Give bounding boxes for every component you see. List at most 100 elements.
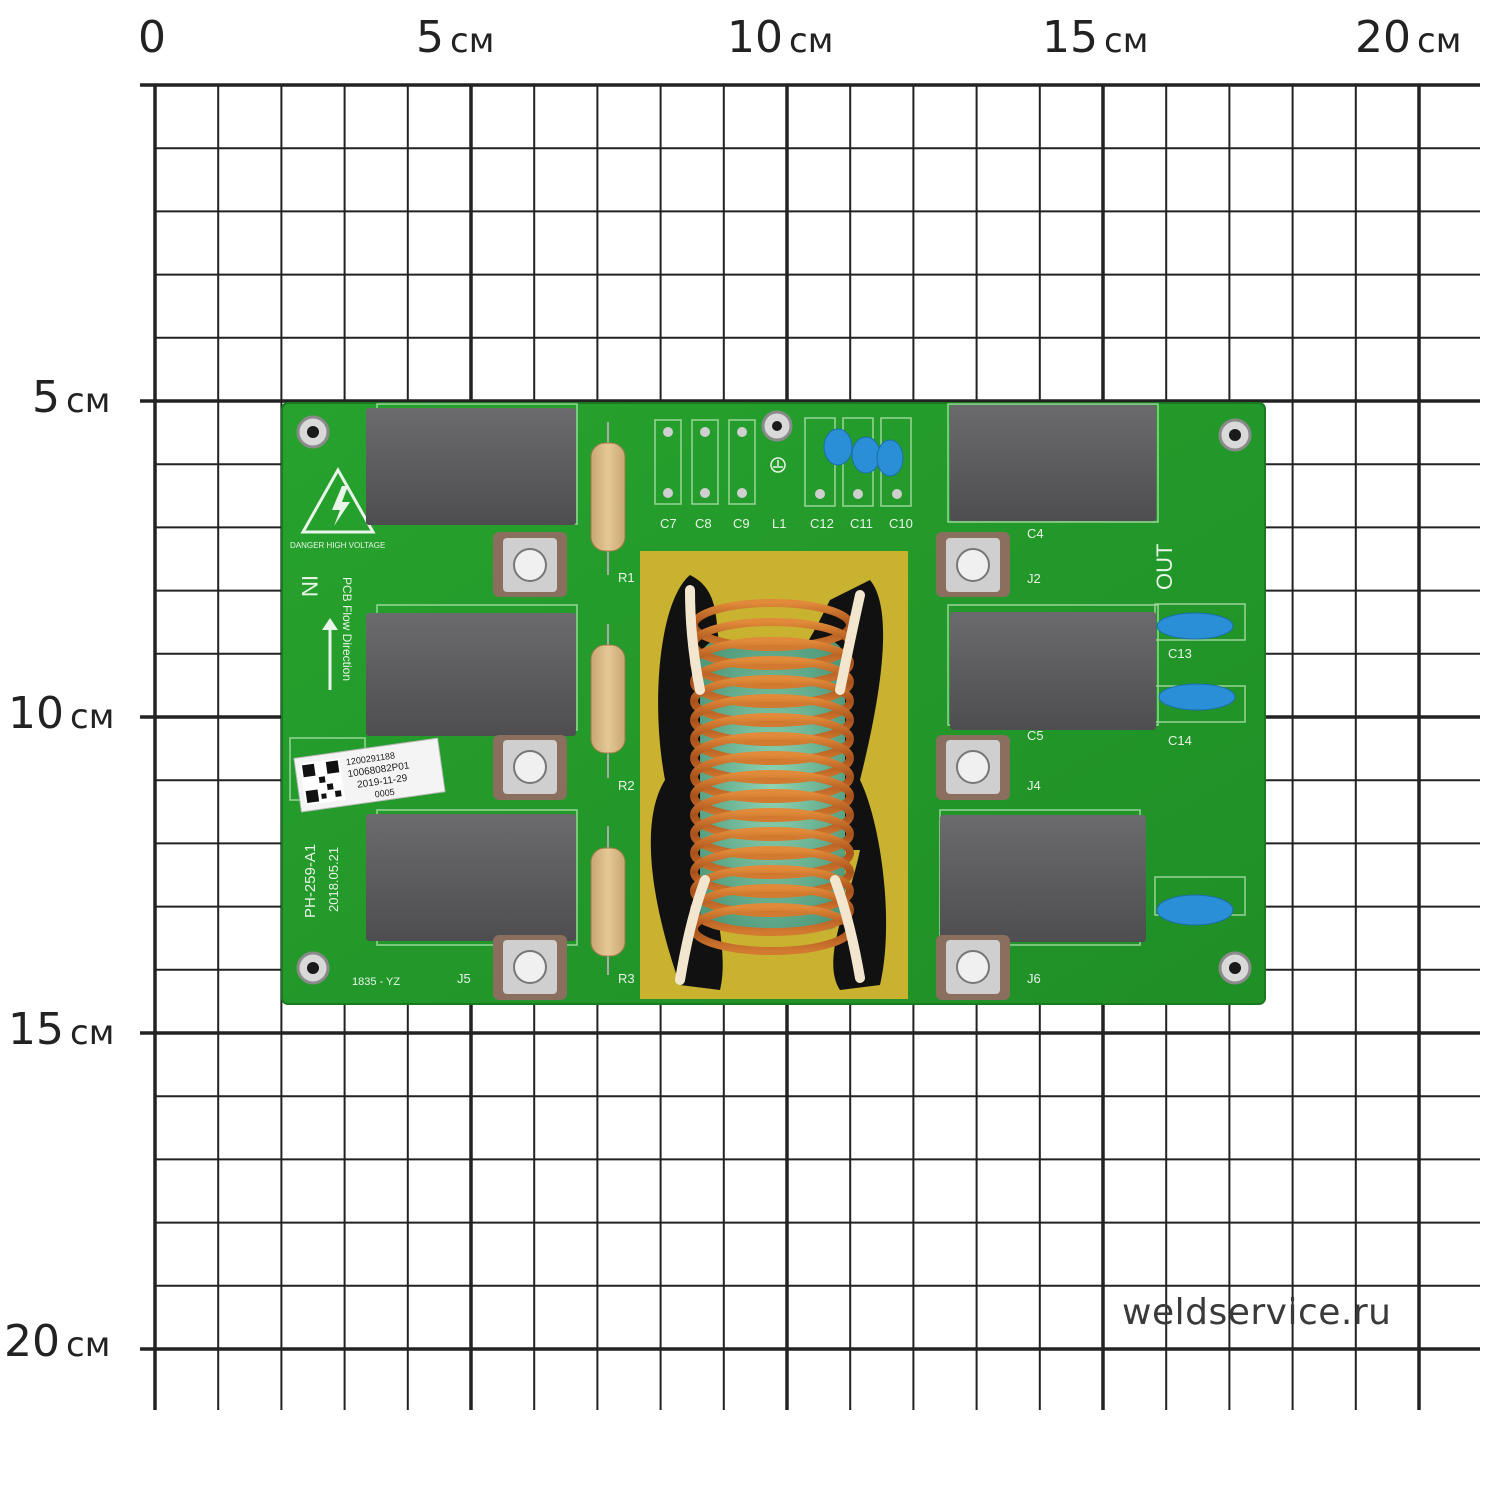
terminal [936, 735, 1010, 800]
y-tick-unit: см [66, 1325, 111, 1365]
in-label: IN [297, 575, 322, 597]
screw-terminals [493, 532, 1010, 1000]
capacitor-box [950, 405, 1156, 521]
terminal [936, 532, 1010, 597]
ref-label: C9 [733, 516, 750, 531]
pcb-board: DANGER HIGH VOLTAGE IN OUT PCB Flow Dire… [281, 402, 1266, 1005]
ref-label: R2 [618, 778, 635, 793]
resistor [590, 847, 626, 957]
coil-turn [690, 827, 854, 879]
x-origin-text: 0 [138, 12, 166, 63]
flow-arrow-icon [322, 618, 338, 690]
warning-text: DANGER HIGH VOLTAGE [290, 541, 385, 550]
ref-label: C13 [1168, 646, 1192, 661]
y-tick-unit: см [70, 1013, 115, 1053]
y-capacitors [823, 428, 1236, 926]
coil-turn [690, 789, 854, 841]
x-tick-num: 15 [1042, 12, 1098, 63]
blue-capacitor [823, 428, 853, 466]
x-origin-label: 0 [138, 12, 166, 63]
blue-capacitor [1156, 612, 1234, 640]
x-tick-num: 10 [727, 12, 783, 63]
y-tick-unit: см [66, 381, 111, 421]
coil-turn [690, 846, 854, 898]
x-tick-unit: см [450, 21, 495, 61]
terminal [493, 532, 567, 597]
ground-icon [770, 457, 786, 473]
ref-label: C11 [850, 516, 873, 531]
x-tick-unit: см [1417, 21, 1462, 61]
watermark-text: weldservice.ru [1122, 1292, 1392, 1333]
y-tick-num: 20 [4, 1316, 60, 1367]
resistors [590, 422, 626, 975]
blue-capacitor [1158, 683, 1236, 711]
capacitor-box [366, 408, 576, 525]
capacitor-box [940, 815, 1146, 942]
x-capacitors [366, 405, 1156, 942]
ref-label: J2 [1027, 571, 1041, 586]
ref-designators: C7 C8 C9 L1 C12 C11 C10 C4 C5 C13 C14 R1… [352, 516, 1192, 988]
ref-label: J4 [1027, 778, 1041, 793]
ref-label: C4 [1027, 526, 1044, 541]
mount-hole-center [1229, 962, 1241, 974]
blue-capacitor [876, 439, 904, 477]
out-label: OUT [1152, 544, 1177, 590]
blue-capacitor [1156, 894, 1234, 926]
y-tick-unit: см [70, 697, 115, 737]
x-tick-unit: см [789, 21, 834, 61]
terminal [936, 935, 1010, 1000]
coil-turn [690, 713, 854, 765]
mount-hole-center [307, 426, 319, 438]
y-tick-num: 10 [8, 688, 64, 739]
ref-label: 1835 - YZ [352, 976, 400, 988]
common-mode-choke [640, 551, 908, 999]
model-label: PH-259-A1 [302, 844, 319, 918]
mount-hole-center [307, 962, 319, 974]
terminal [493, 935, 567, 1000]
mount-hole-center [772, 421, 782, 431]
ref-label: R3 [618, 971, 635, 986]
ref-label: C5 [1027, 728, 1044, 743]
grid-major-lines [140, 83, 1480, 1410]
cap-pads [663, 427, 902, 499]
capacitor-box [950, 612, 1156, 730]
coil-turn [690, 808, 854, 860]
coil-turn [690, 751, 854, 803]
coil-turn [690, 732, 854, 784]
coil-turn [690, 694, 854, 746]
warning-triangle-icon [300, 466, 376, 534]
resistor [590, 644, 626, 754]
x-tick-num: 5 [416, 12, 444, 63]
ref-label: J6 [1027, 971, 1041, 986]
board-date-label: 2018.05.21 [326, 847, 341, 912]
ref-label: C10 [889, 516, 913, 531]
sticker-line: 0005 [374, 787, 395, 800]
ref-label: C8 [695, 516, 712, 531]
capacitor-box [366, 814, 576, 941]
resistor [590, 442, 626, 552]
y-tick-num: 5 [32, 372, 60, 423]
qr-sticker: 1200291188 10068082P01 2019-11-29 0005 [293, 737, 446, 813]
blue-capacitor [851, 436, 881, 474]
flow-direction-label: PCB Flow Direction [340, 577, 354, 681]
terminal [493, 735, 567, 800]
capacitor-box [366, 613, 576, 736]
ref-label: J5 [457, 971, 471, 986]
mounting-holes [296, 410, 1252, 985]
ref-label: C7 [660, 516, 677, 531]
x-tick-num: 20 [1355, 12, 1411, 63]
x-tick-unit: см [1104, 21, 1149, 61]
coil-turn [690, 675, 854, 727]
coil-turn [690, 865, 854, 917]
mount-hole-center [1229, 429, 1241, 441]
coil-turn [690, 770, 854, 822]
